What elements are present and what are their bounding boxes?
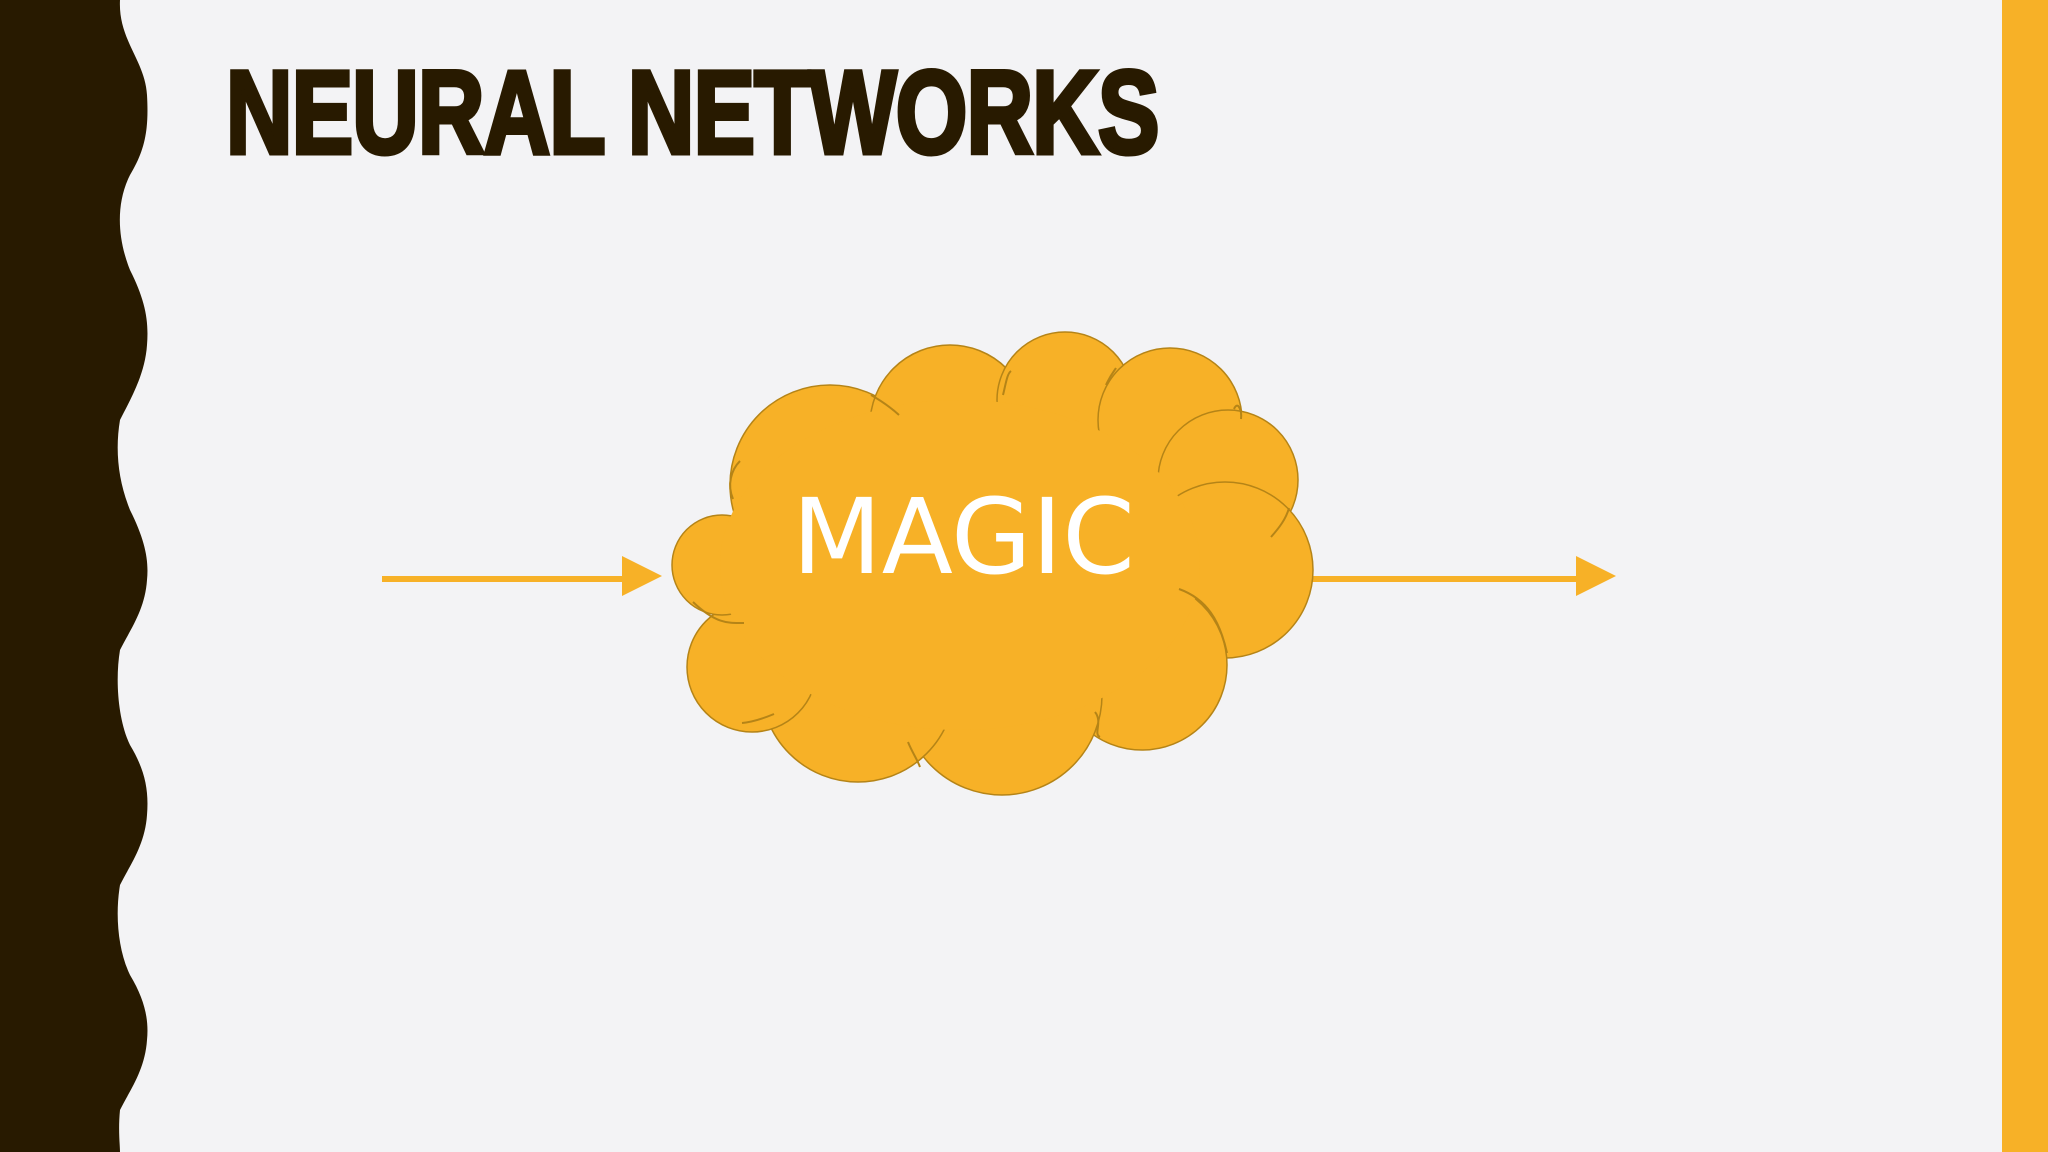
cloud-label: MAGIC xyxy=(792,476,1135,598)
right-accent-stripe xyxy=(2002,0,2048,1152)
slide-title: NEURAL NETWORKS xyxy=(224,47,1161,179)
left-wave-border xyxy=(0,0,148,1152)
input-arrow xyxy=(382,556,662,596)
output-arrow xyxy=(1310,556,1616,596)
magic-cloud: MAGIC xyxy=(671,331,1314,796)
